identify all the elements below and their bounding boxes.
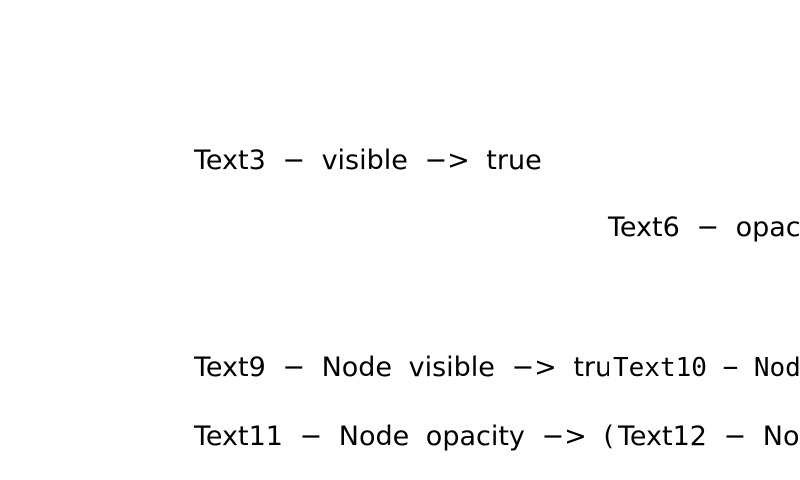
text-node-text9: Text9 − Node visible −> true xyxy=(194,352,629,383)
text-node-text11: Text11 − Node opacity −> ( xyxy=(194,421,614,452)
text-node-text12: Text12 − Node xyxy=(615,423,800,450)
text-node-text10: Text10 − Node xyxy=(609,355,800,381)
text-node-text3: Text3 − visible −> true xyxy=(194,145,542,176)
text-node-text6: Text6 − opacity xyxy=(608,214,800,241)
